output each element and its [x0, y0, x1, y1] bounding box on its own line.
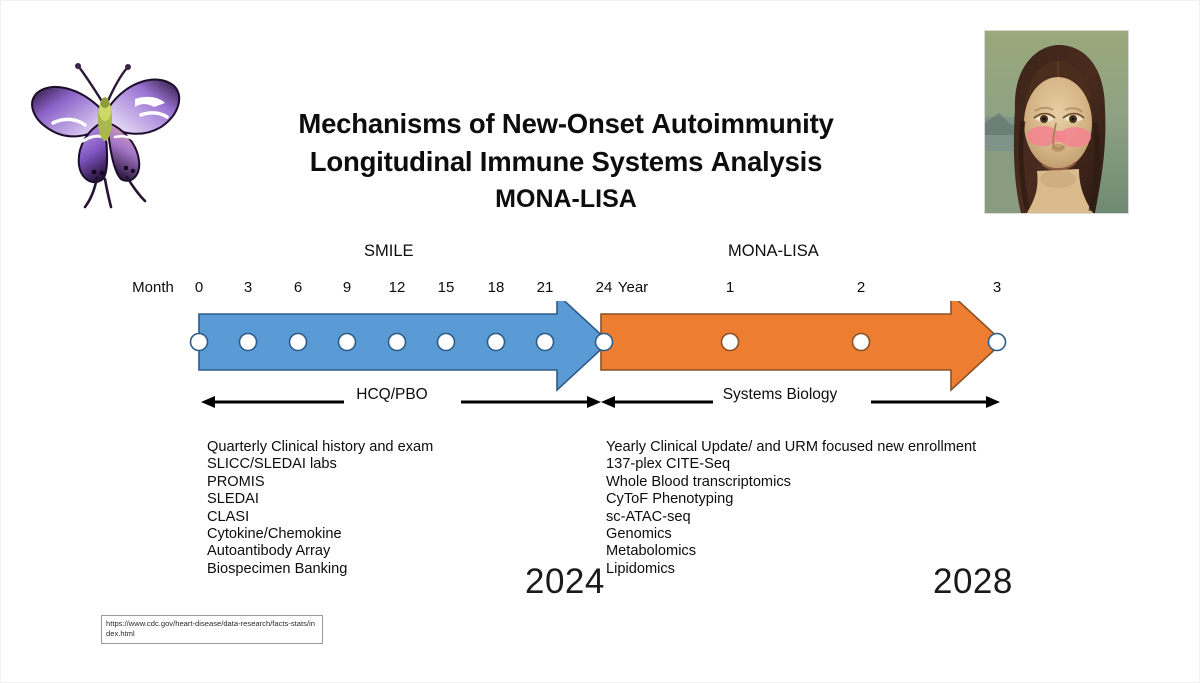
- title-line-1-seg-0: M: [298, 108, 322, 139]
- mona-lisa-assessment-item: sc-ATAC-seq: [606, 508, 691, 525]
- visit-nodes: [189, 332, 1007, 352]
- title-line-1-seg-7: utoimmunity: [670, 108, 834, 139]
- axis-tick-month-0: 0: [194, 279, 204, 296]
- phase-label-smile: SMILE: [364, 242, 414, 260]
- title-line-2-seg-7: nalysis: [730, 146, 823, 177]
- mona-lisa-assessment-item: Lipidomics: [606, 560, 675, 577]
- timeline-arrows: [1, 292, 1199, 401]
- visit-node-m18: [486, 332, 506, 352]
- smile-assessment-item: PROMIS: [207, 473, 265, 490]
- smile-assessment-item: Biospecimen Banking: [207, 560, 348, 577]
- intervention-annotations: HCQ/PBO Systems Biology: [1, 386, 1199, 418]
- hcq-pbo-arrow: [201, 396, 601, 408]
- title-line-1-seg-1: echanisms: [321, 108, 469, 139]
- systems-biology-arrow: [601, 396, 1000, 408]
- smile-assessment-item: SLICC/SLEDAI labs: [207, 456, 337, 473]
- smile-assessment-item: Cytokine/Chemokine: [207, 525, 342, 542]
- visit-node-y2: [851, 332, 871, 352]
- mona-lisa-assessment-item: 137-plex CITE-Seq: [606, 456, 731, 473]
- title-line-2-seg-5: ystems: [609, 146, 711, 177]
- source-footnote[interactable]: https://www.cdc.gov/heart-disease/data-r…: [101, 615, 323, 644]
- axis-tick-month-6: 6: [293, 279, 303, 296]
- visit-node-m3: [238, 332, 258, 352]
- title-line-1-seg-2: o: [468, 108, 486, 139]
- axis-unit-month: Month: [132, 279, 174, 296]
- butterfly-icon: [31, 63, 181, 209]
- axis-tick-month-18: 18: [487, 279, 505, 296]
- title-line-2: Longitudinal Immune Systems Analysis: [231, 143, 901, 181]
- title-acronym: MONA-LISA: [495, 185, 637, 213]
- annotation-arrows-svg: [201, 396, 1000, 408]
- title-line-1-seg-3: f: [485, 108, 502, 139]
- mona-lisa-assessment-item: Genomics: [606, 525, 672, 542]
- annotation-label-hcq-pbo: HCQ/PBO: [356, 386, 428, 403]
- axis-tick-month-21: 21: [536, 279, 554, 296]
- axis-tick-month-24: 24: [595, 279, 613, 296]
- year-label-end: 2028: [933, 562, 1013, 601]
- title-line-1: Mechanisms of New-Onset Autoimmunity: [231, 105, 901, 143]
- title-line-2-seg-0: L: [309, 146, 327, 177]
- title-line-2-seg-6: A: [710, 146, 731, 177]
- smile-assessment-item: Quarterly Clinical history and exam: [207, 439, 434, 455]
- title-line-1-seg-6: A: [651, 108, 671, 139]
- visit-node-m12: [387, 332, 407, 352]
- year-label-start: 2024: [525, 562, 605, 601]
- visit-node-m21: [535, 332, 555, 352]
- mona-lisa-phase-arrow: [600, 292, 1005, 392]
- mona-lisa-portrait-icon: [985, 31, 1128, 213]
- axis-tick-year-2: 2: [856, 279, 866, 296]
- axis-tick-month-12: 12: [388, 279, 406, 296]
- malar-rash-overlay: [1027, 126, 1091, 147]
- phase-label-mona-lisa: MONA-LISA: [728, 242, 819, 260]
- axis-tick-year-1: 1: [725, 279, 735, 296]
- visit-node-y1: [720, 332, 740, 352]
- title-line-1-seg-4: N: [501, 108, 522, 139]
- visit-node-m0: [189, 332, 209, 352]
- timeline-svg: [189, 292, 1007, 392]
- mona-lisa-image: [985, 31, 1128, 213]
- smile-assessment-item: Autoantibody Array: [207, 543, 331, 560]
- axis-unit-year: Year: [617, 279, 649, 296]
- smile-assessment-item: CLASI: [207, 508, 250, 525]
- mona-lisa-assessment-item: Whole Blood transcriptomics: [606, 473, 791, 490]
- visit-node-m9: [337, 332, 357, 352]
- title-line-2-seg-4: S: [591, 146, 610, 177]
- title-line-2-seg-1: ongitudinal: [326, 146, 480, 177]
- slide-title: Mechanisms of New-Onset Autoimmunity Lon…: [231, 105, 901, 217]
- visit-node-m15: [436, 332, 456, 352]
- butterfly-logo: [23, 37, 188, 212]
- mona-lisa-assessment-item: Yearly Clinical Update/ and URM focused …: [606, 439, 977, 455]
- axis-tick-month-3: 3: [243, 279, 253, 296]
- mona-lisa-assessment-item: Metabolomics: [606, 543, 697, 560]
- axis-tick-year-3: 3: [992, 279, 1002, 296]
- title-line-1-seg-5: ew-Onset: [521, 108, 652, 139]
- title-line-2-seg-2: I: [479, 146, 488, 177]
- axis-tick-month-9: 9: [342, 279, 352, 296]
- visit-node-m6: [288, 332, 308, 352]
- mona-lisa-assessments-list: Yearly Clinical Update/ and URM focused …: [606, 439, 976, 578]
- axis-tick-month-15: 15: [437, 279, 455, 296]
- visit-node-m24-y0: [594, 332, 614, 352]
- mona-lisa-assessment-item: CyToF Phenotyping: [606, 491, 734, 508]
- visit-node-y3: [987, 332, 1007, 352]
- title-line-2-seg-3: mmune: [487, 146, 592, 177]
- annotation-label-systems-biology: Systems Biology: [722, 386, 838, 403]
- smile-assessment-item: SLEDAI: [207, 491, 259, 508]
